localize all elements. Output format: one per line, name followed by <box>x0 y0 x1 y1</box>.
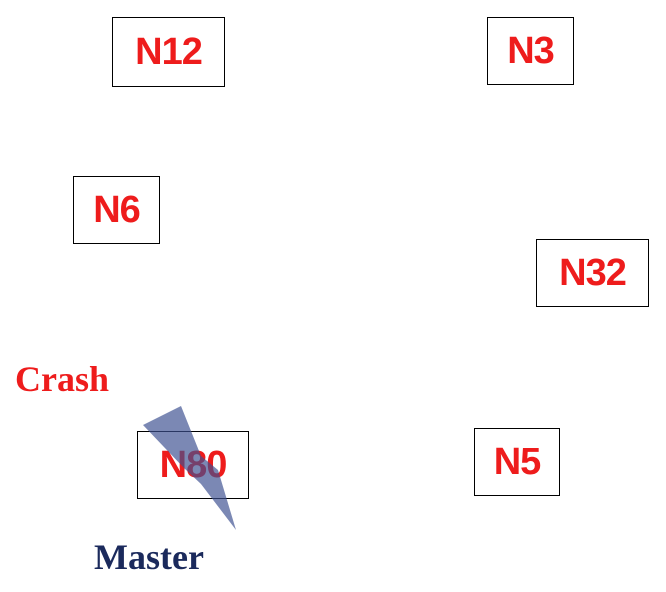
crash-label: Crash <box>15 359 110 399</box>
node-n80: N80 <box>137 431 249 499</box>
node-n6: N6 <box>73 176 160 244</box>
node-n12-label: N12 <box>135 30 203 73</box>
node-n5-label: N5 <box>493 440 542 483</box>
node-n32: N32 <box>536 239 649 307</box>
master-label: Master <box>94 537 204 577</box>
node-n3-label: N3 <box>507 29 555 72</box>
node-n3: N3 <box>487 17 574 85</box>
node-n32-label: N32 <box>559 251 627 294</box>
node-n12: N12 <box>112 17 225 87</box>
node-n80-label: N80 <box>159 443 228 486</box>
node-n5: N5 <box>474 428 560 496</box>
node-n6-label: N6 <box>93 188 141 231</box>
